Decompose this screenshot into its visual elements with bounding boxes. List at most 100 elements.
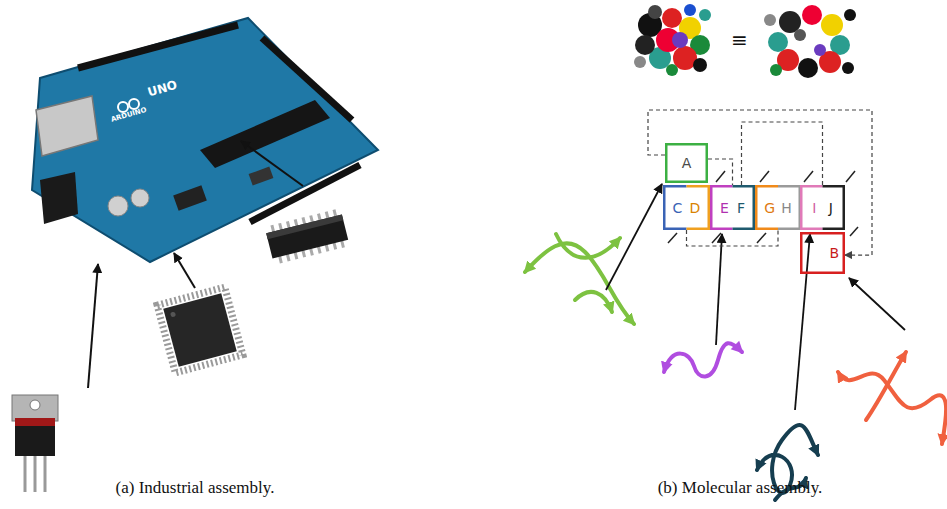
dashed-connector (708, 159, 733, 185)
qfp-chip-part (163, 293, 236, 366)
slash-marks-part (668, 233, 677, 243)
dashed-connector (687, 230, 779, 246)
box-outline (755, 185, 801, 230)
pointer-arrows (88, 141, 303, 388)
transistor-symbol (12, 395, 58, 492)
pointer-arrows-part (606, 184, 662, 290)
component-box: CD (663, 185, 710, 230)
part-letter: B (829, 246, 839, 260)
box-border (666, 144, 707, 182)
dip-chip-part (266, 214, 343, 239)
subfigure-caption: (a) Industrial assembly. (0, 478, 390, 498)
box-border (823, 186, 844, 229)
pointer-arrows-part (88, 264, 98, 388)
pointer-arrows-part (174, 253, 195, 288)
protein-structure-part (798, 58, 818, 78)
molecule-strand-part (556, 234, 620, 258)
box-border (756, 186, 778, 229)
protein-structure-part (770, 64, 782, 76)
protein-structure-part (634, 56, 646, 68)
component-box: EF (710, 185, 755, 230)
box-border (801, 233, 844, 273)
dip-chip (265, 212, 348, 262)
protein-structure-part (699, 9, 711, 21)
arduino-board-part (173, 185, 207, 210)
protein-structure (764, 5, 856, 78)
transistor-symbol-part (24, 456, 27, 492)
protein-structure-part (662, 8, 682, 28)
part-letter: C (673, 201, 683, 215)
molecule-strand-part (575, 292, 612, 312)
pointer-arrows-part (241, 141, 303, 186)
arduino-board-part (249, 167, 274, 186)
protein-structure-part (693, 58, 707, 72)
box-border (801, 186, 822, 229)
transistor-symbol-part (12, 395, 58, 421)
dashed-connector (742, 122, 823, 185)
transistor-symbol-part (44, 456, 47, 492)
arduino-board (32, 18, 378, 262)
transistor-symbol-part (15, 418, 55, 456)
part-letter: J (829, 201, 833, 215)
slash-marks-part (712, 233, 721, 243)
slash-marks-part (846, 171, 855, 182)
transistor-symbol-part (34, 456, 37, 492)
protein-structure-part (648, 5, 662, 19)
transistor-symbol-part (15, 418, 55, 426)
molecule-strand-part (838, 372, 946, 444)
dip-chip-part (266, 214, 348, 258)
arduino-board-part (32, 18, 378, 262)
arduino-board-part (131, 189, 149, 207)
box-border (778, 186, 800, 229)
protein-structure-part (672, 32, 688, 48)
protein-structure-part (635, 35, 655, 55)
box-border (664, 186, 686, 229)
slash-marks-part (757, 233, 766, 243)
part-letter: F (737, 201, 745, 215)
protein-structure-part (768, 32, 788, 52)
part-letter: E (720, 201, 729, 215)
box-outline (710, 185, 755, 230)
protein-structure-part (844, 9, 856, 21)
molecule-strand (525, 234, 946, 500)
equivalence-sign: ≡ (731, 28, 748, 52)
arduino-board-part (36, 96, 98, 156)
box-outline (800, 185, 845, 230)
component-box: A (665, 143, 708, 183)
pointer-arrows-part (849, 278, 905, 330)
box-border (711, 186, 732, 229)
arduino-board-part (78, 25, 238, 68)
protein-structure (634, 4, 711, 76)
qfp-chip (157, 287, 243, 373)
part-letter: A (682, 156, 692, 170)
slash-marks-part (760, 171, 769, 182)
arduino-board-part (40, 172, 78, 224)
transistor-symbol-part (30, 400, 40, 410)
box-border (687, 186, 709, 229)
qfp-chip-part (170, 311, 176, 317)
slash-marks-part (716, 171, 725, 182)
molecule-strand-part (866, 352, 906, 420)
part-letter: H (781, 201, 792, 215)
protein-structure-part (814, 44, 826, 56)
protein-structure-part (684, 4, 696, 16)
molecule-strand-part (664, 343, 742, 376)
protein-structure-part (821, 14, 843, 36)
protein-structure-part (842, 62, 854, 74)
slash-marks-part (850, 227, 858, 236)
component-box: IJ (800, 185, 845, 230)
protein-structure-part (794, 29, 806, 41)
protein-structure-part (666, 64, 678, 76)
part-letter: G (764, 201, 775, 215)
protein-structure-part (802, 5, 822, 25)
protein-structure-part (764, 14, 776, 26)
pointer-arrows (606, 184, 905, 410)
component-box: B (800, 232, 845, 274)
qfp-chip-part (157, 287, 243, 373)
box-border (733, 186, 754, 229)
box-outline (663, 185, 710, 230)
subfigure-caption: (b) Molecular assembly. (540, 478, 940, 498)
